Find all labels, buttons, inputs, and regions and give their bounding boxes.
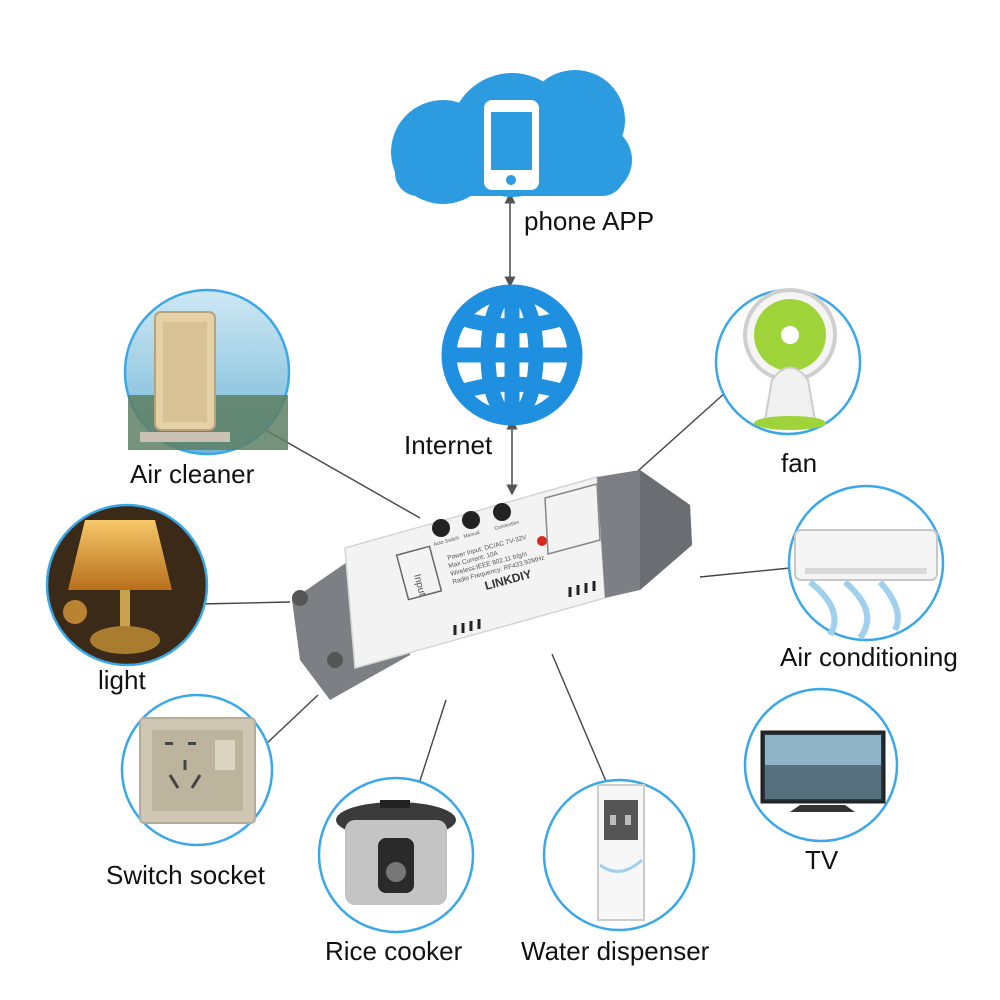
water-dispenser-image [542,778,696,932]
line-fan [629,391,727,479]
globe-icon [441,284,583,426]
arrows [504,192,518,496]
air-conditioning-image [787,484,945,642]
label-phone-app: phone APP [524,206,655,236]
label-air-conditioning: Air conditioning [780,642,958,672]
label-light: light [98,665,146,695]
relay-device [292,470,692,700]
connector-lines [199,391,791,788]
rice-cooker-image [317,776,475,934]
label-air-cleaner: Air cleaner [130,459,255,489]
switch-socket-image [120,693,274,847]
line-rice-cooker [417,699,447,788]
line-switch-socket [264,694,319,746]
phone-icon [484,100,539,190]
label-tv: TV [805,845,839,875]
cloud-icon [391,70,632,204]
line-light [199,601,291,605]
light-image [45,503,209,667]
device-button-label-1: Manual [463,530,480,540]
line-air-conditioning [699,567,791,578]
line-water-dispenser [551,653,609,787]
label-internet: Internet [404,430,493,460]
air-cleaner-image [123,288,291,456]
fan-image [714,288,862,436]
label-fan: fan [781,448,818,478]
label-water-dispenser: Water dispenser [521,936,710,966]
label-rice-cooker: Rice cooker [325,936,463,966]
tv-image [743,687,899,843]
label-switch-socket: Switch socket [106,860,265,890]
line-air-cleaner [261,427,421,519]
